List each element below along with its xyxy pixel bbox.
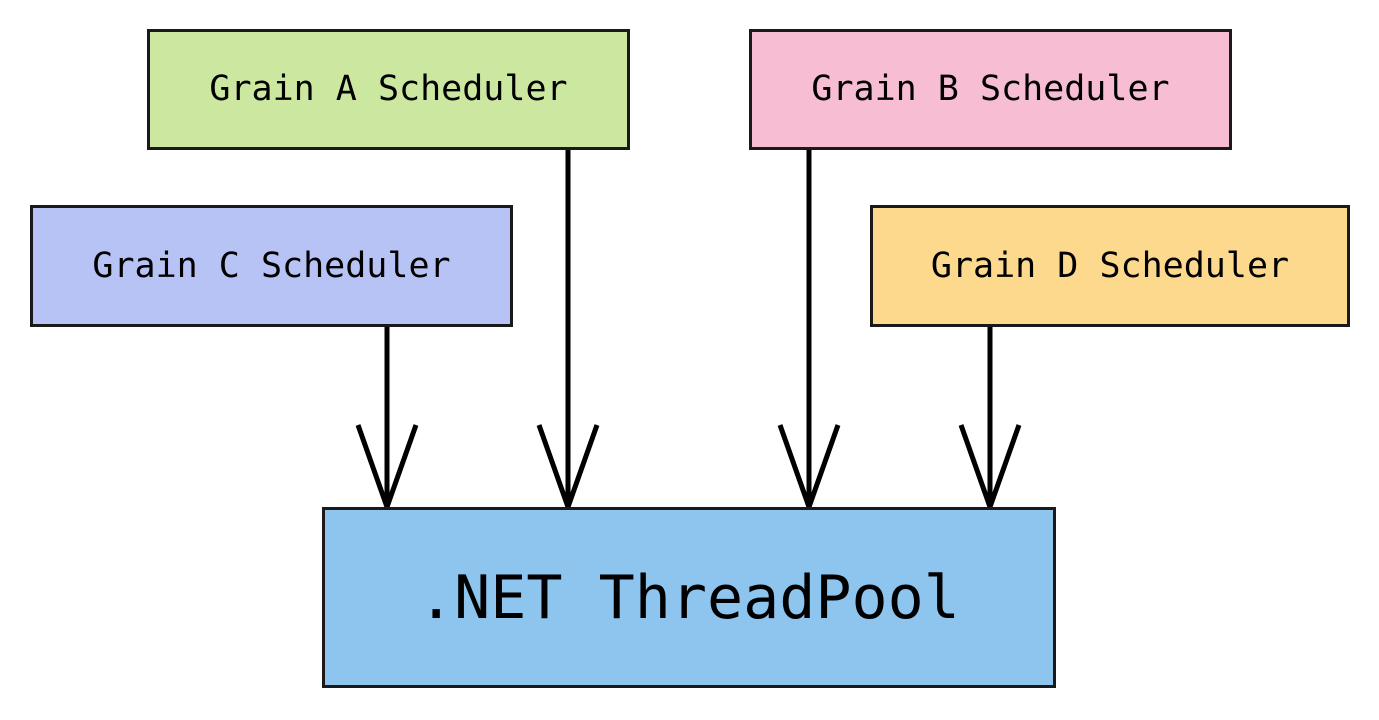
node-grain-b-scheduler-label: Grain B Scheduler: [811, 69, 1170, 110]
node-grain-b-scheduler[interactable]: Grain B Scheduler: [749, 29, 1232, 150]
edge-grain-d-to-threadpool-arrowhead: [958, 424, 1022, 515]
node-grain-a-scheduler-label: Grain A Scheduler: [209, 69, 568, 110]
node-grain-a-scheduler[interactable]: Grain A Scheduler: [147, 29, 630, 150]
node-grain-d-scheduler[interactable]: Grain D Scheduler: [870, 205, 1350, 327]
edge-grain-b-to-threadpool-arrowhead: [777, 424, 841, 515]
node-grain-c-scheduler[interactable]: Grain C Scheduler: [30, 205, 513, 327]
node-grain-d-scheduler-label: Grain D Scheduler: [930, 245, 1290, 286]
edge-grain-a-to-threadpool-arrowhead: [536, 424, 600, 515]
edge-grain-c-to-threadpool-arrowhead: [355, 424, 419, 515]
node-dotnet-threadpool[interactable]: .NET ThreadPool: [322, 507, 1056, 688]
node-dotnet-threadpool-label: .NET ThreadPool: [418, 562, 960, 633]
node-grain-c-scheduler-label: Grain C Scheduler: [92, 245, 451, 286]
